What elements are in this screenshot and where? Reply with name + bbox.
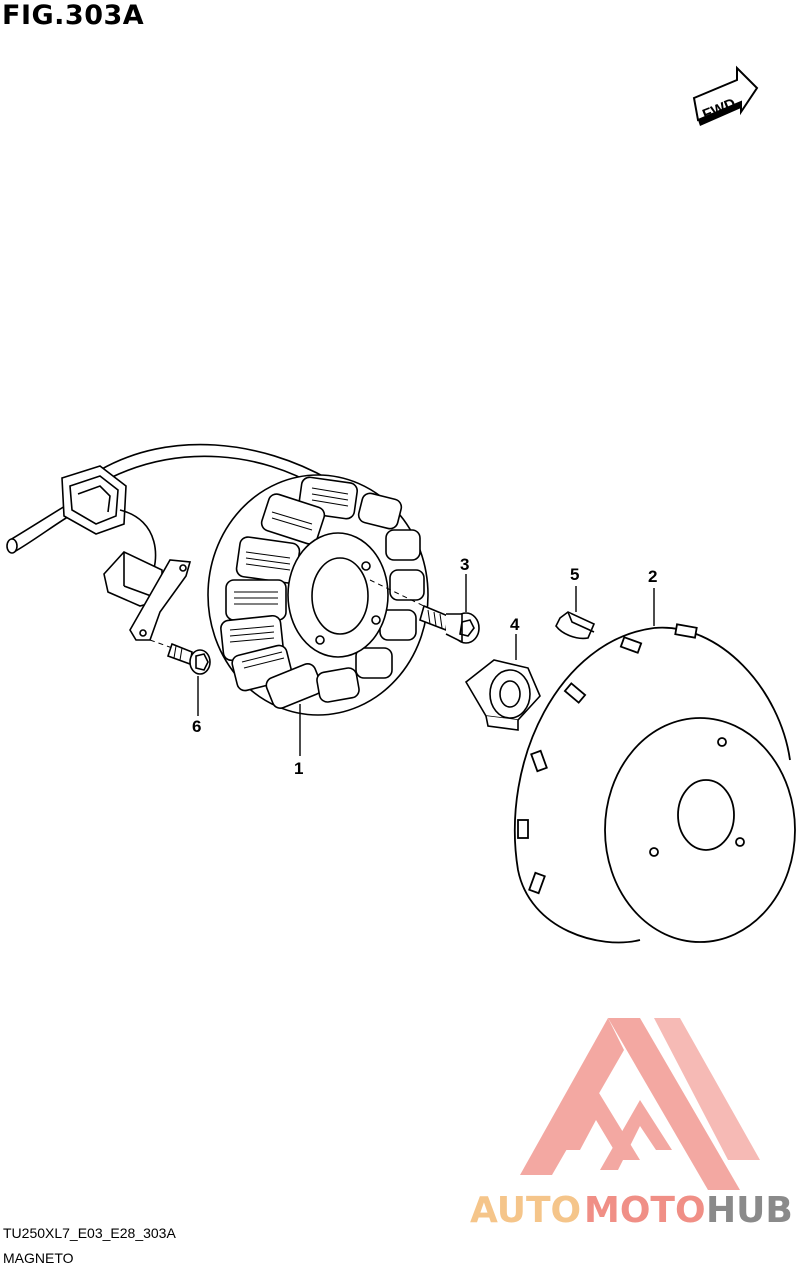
svg-text:MOTO: MOTO — [584, 1190, 706, 1231]
figure-title: FIG.303A — [2, 0, 145, 31]
leader-lines — [197, 574, 655, 756]
automotohub-wordmark: AUTO MOTO HUB — [470, 1190, 793, 1231]
flywheel-rotor — [513, 623, 796, 944]
figure-code: TU250XL7_E03_E28_303A — [3, 1225, 176, 1241]
callout-2: 2 — [648, 567, 657, 586]
stator-harness — [6, 443, 331, 641]
rotor-nut — [464, 659, 541, 731]
stator-screw — [369, 579, 480, 644]
fwd-arrow-icon: FWD — [692, 65, 759, 126]
callout-3: 3 — [460, 555, 469, 574]
bracket-bolt — [149, 639, 211, 675]
svg-text:HUB: HUB — [706, 1190, 793, 1231]
svg-text:AUTO: AUTO — [470, 1190, 581, 1231]
callout-4: 4 — [510, 615, 520, 634]
stator-coil — [207, 474, 429, 716]
callout-5: 5 — [570, 565, 579, 584]
automotohub-logo-icon — [520, 1018, 760, 1190]
woodruff-key — [555, 611, 596, 640]
callout-6: 6 — [192, 717, 201, 736]
callout-1: 1 — [294, 759, 303, 778]
figure-name: MAGNETO — [3, 1250, 74, 1266]
